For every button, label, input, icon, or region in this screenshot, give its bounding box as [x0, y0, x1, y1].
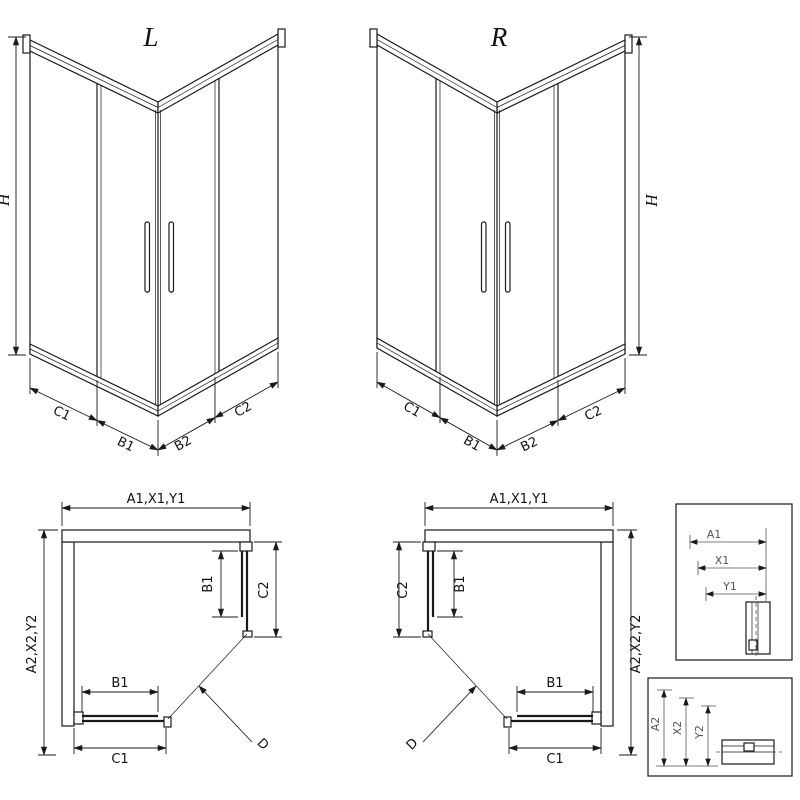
plan-view-left: A1,X1,Y1 A2,X2,Y2 B1 C2 B1 C1 D [25, 492, 282, 767]
dim-label-c2-iso-right: C2 [582, 403, 604, 424]
dim-label-d-plan-left: D [254, 736, 272, 754]
dim-label-x1-detail: X1 [715, 554, 730, 567]
dim-label-b1-side-plan-right: B1 [453, 575, 468, 592]
wall-profile-section-vertical [745, 596, 771, 658]
iso-view-right: R H C2 B2 B1 C1 [370, 22, 661, 456]
iso-view-left: L H C1 B1 B2 C2 [0, 22, 285, 456]
detail-top-frame [675, 503, 793, 661]
dim-label-b1-front-plan-right: B1 [546, 676, 563, 691]
dim-label-b1-front-plan-left: B1 [111, 676, 128, 691]
dim-label-c2-plan-left: C2 [257, 581, 272, 598]
dim-label-y1-detail: Y1 [722, 580, 737, 593]
dim-label-c1-plan-left: C1 [111, 752, 128, 767]
dim-label-a1-detail: A1 [707, 528, 722, 541]
dim-label-y2-detail: Y2 [693, 725, 706, 740]
dim-label-depth-plan-left: A2,X2,Y2 [25, 615, 40, 674]
dim-label-c1-iso-left: C1 [50, 403, 72, 424]
dim-label-b2-iso-right: B2 [518, 434, 540, 455]
iso-right-geometry [370, 29, 647, 456]
dim-label-b1-side-plan-left: B1 [201, 575, 216, 592]
detail-section-top: A1 X1 Y1 [675, 503, 793, 661]
dim-label-width-plan-right: A1,X1,Y1 [490, 492, 549, 507]
iso-left-geometry [8, 29, 285, 456]
dim-label-c1-iso-right: C1 [400, 399, 422, 421]
detail-section-bottom: A2 X2 Y2 [647, 677, 793, 777]
variant-label-l: L [142, 22, 158, 52]
dim-label-b1-iso-right: B1 [461, 433, 483, 455]
dim-label-b2-iso-left: B2 [172, 433, 194, 455]
dim-label-h-left: H [0, 192, 13, 207]
dim-label-a2-detail: A2 [649, 717, 662, 732]
plan-left-geometry [38, 502, 282, 755]
dim-label-x2-detail: X2 [671, 721, 684, 736]
dim-label-depth-plan-right: A2,X2,Y2 [629, 615, 644, 674]
dim-label-c2-plan-right: C2 [396, 581, 411, 598]
plan-view-right: A1,X1,Y1 A2,X2,Y2 B1 C2 B1 C1 D [393, 492, 644, 767]
variant-label-r: R [490, 22, 508, 52]
dim-label-c1-plan-right: C1 [546, 752, 563, 767]
dim-label-width-plan-left: A1,X1,Y1 [127, 492, 186, 507]
dim-label-c2-iso-left: C2 [232, 399, 254, 421]
plan-right-geometry [393, 502, 637, 755]
dim-label-b1-iso-left: B1 [115, 434, 137, 455]
dim-label-h-right: H [642, 193, 661, 208]
dim-label-d-plan-right: D [404, 736, 422, 754]
wall-profile-section-horizontal [716, 739, 782, 765]
